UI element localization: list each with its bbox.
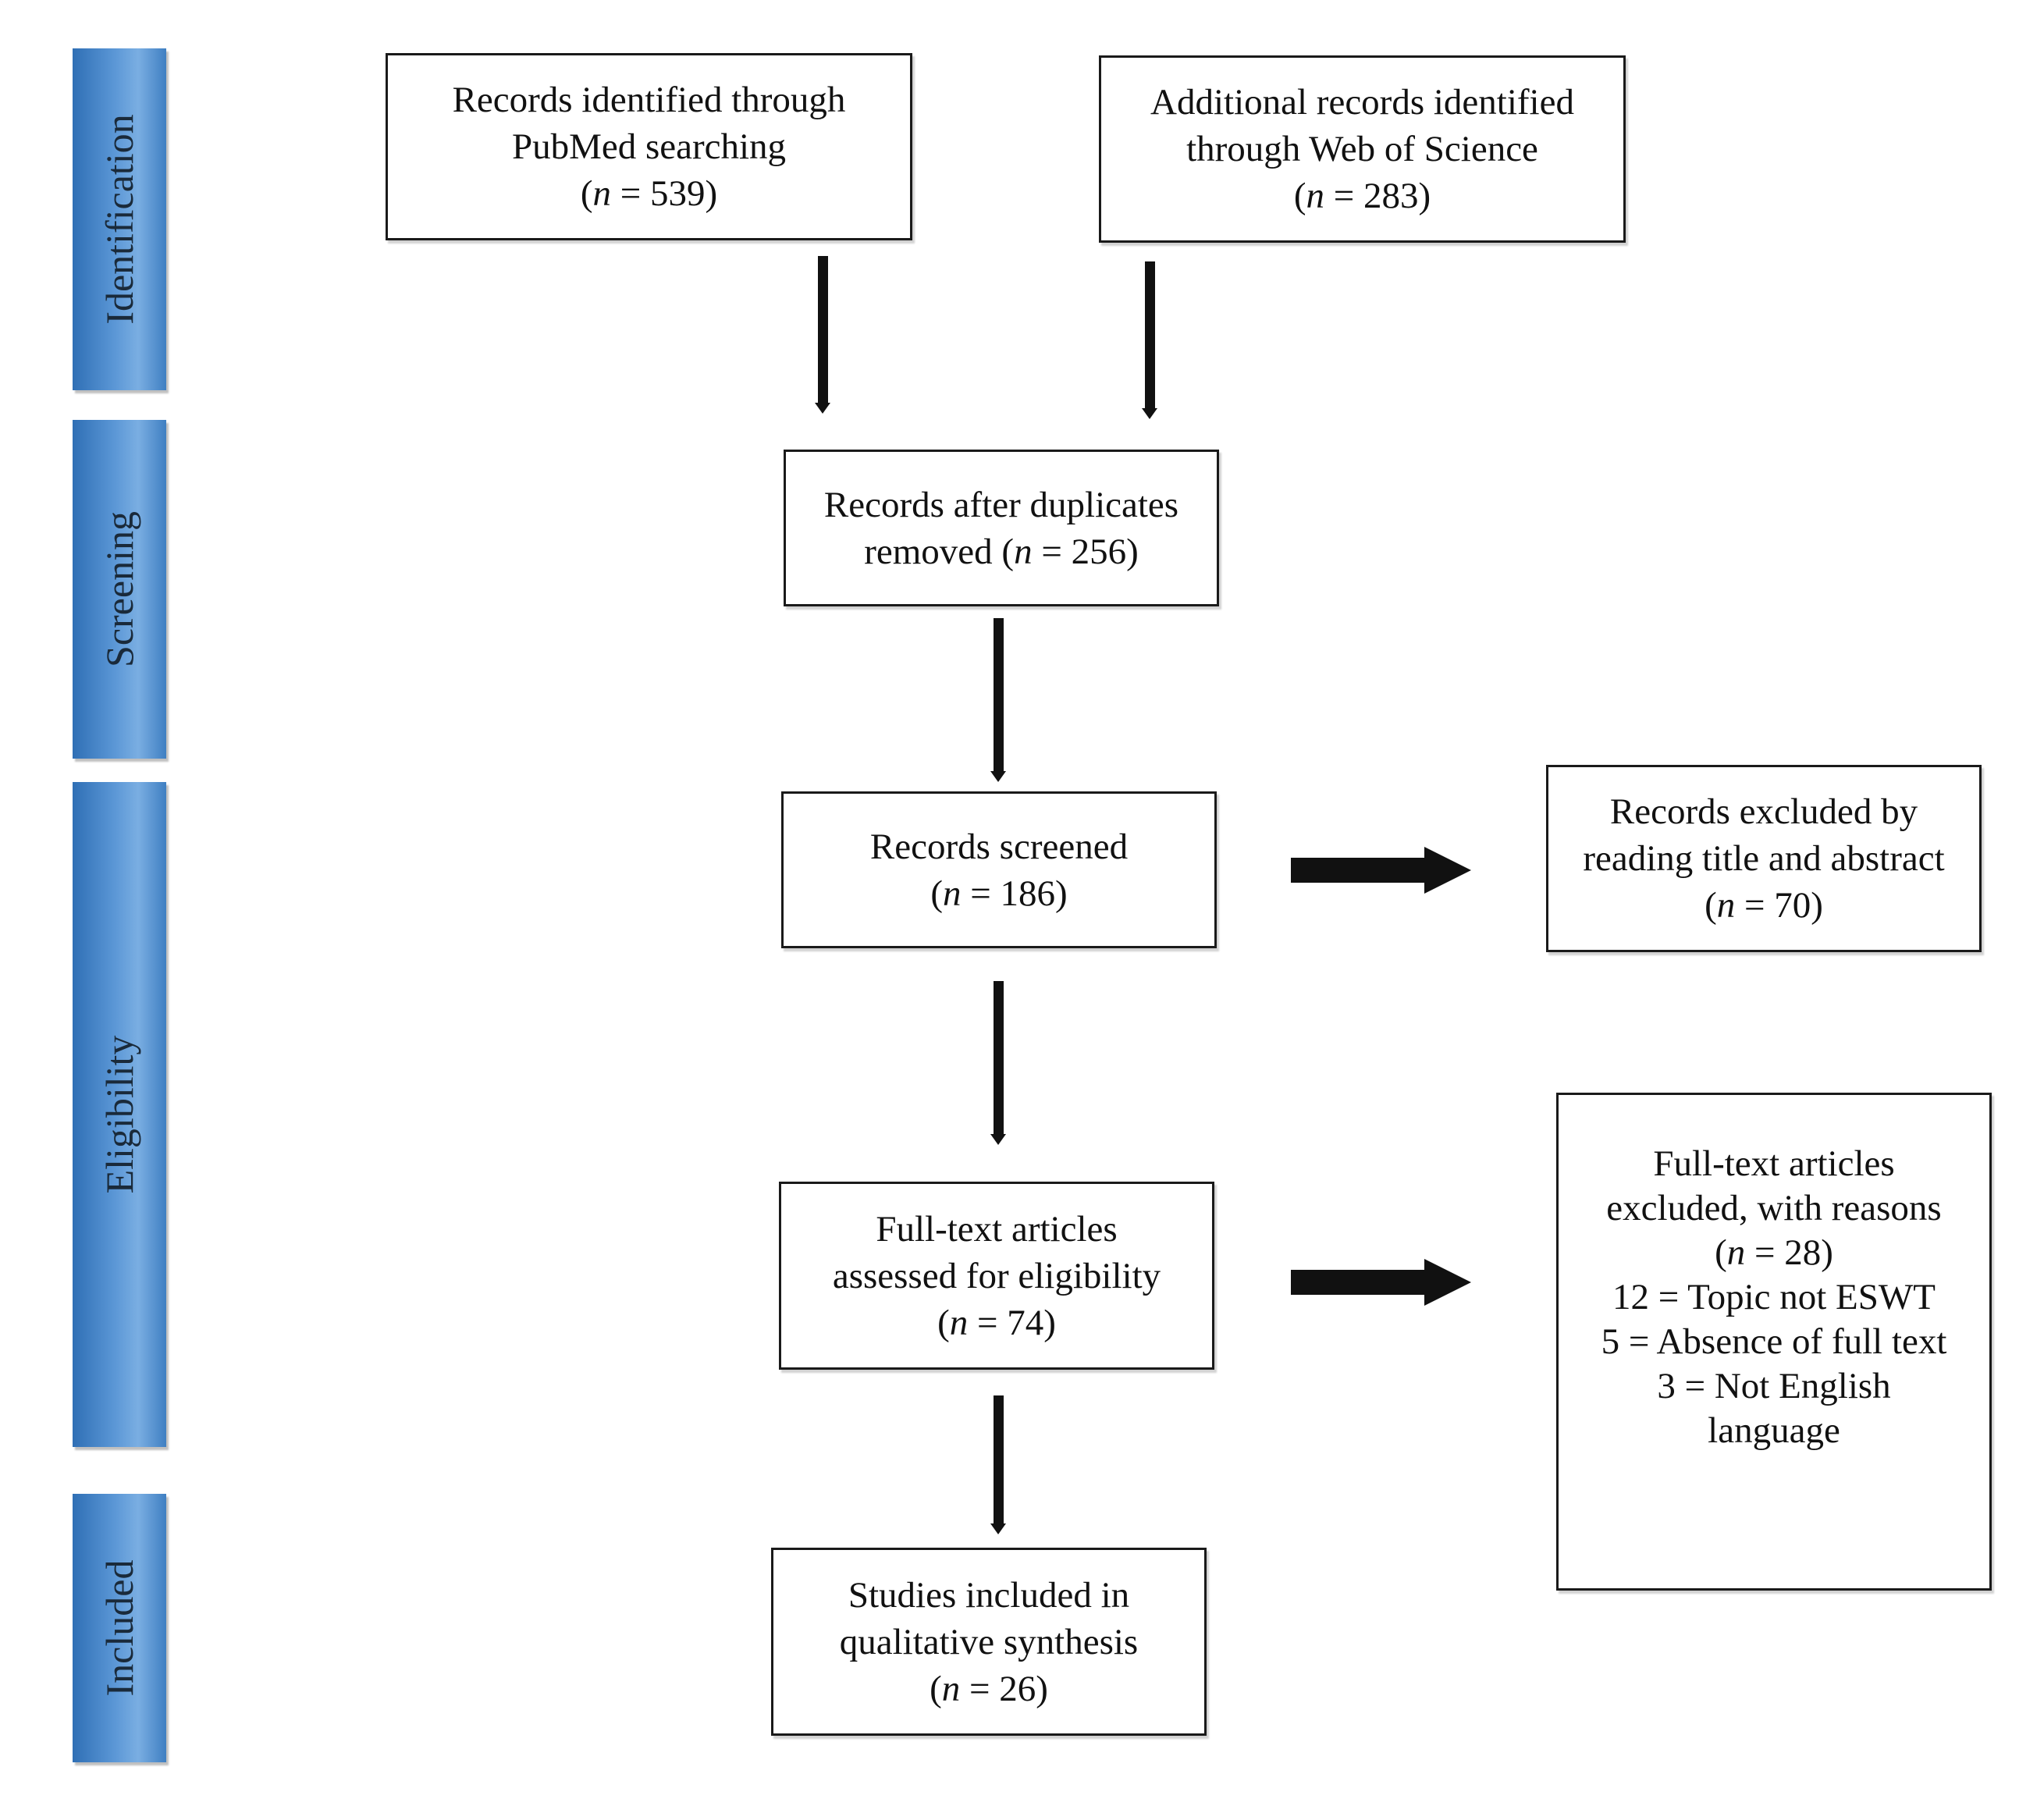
box-studies-included: Studies included in qualitative synthesi… — [771, 1548, 1207, 1736]
box-excluded-abstract-count: (n = 70) — [1705, 885, 1823, 926]
box-fulltext-line2: assessed for eligibility — [832, 1255, 1161, 1296]
box-fulltext-assessed: Full-text articles assessed for eligibil… — [779, 1182, 1214, 1370]
stage-label-screening: Screening — [98, 511, 141, 667]
stage-label-eligibility: Eligibility — [98, 1035, 141, 1194]
box-excluded-abstract: Records excluded by reading title and ab… — [1546, 765, 1982, 952]
box-excluded-fulltext-reason2: 5 = Absence of full text — [1601, 1321, 1947, 1362]
box-excluded-fulltext-reason3: 3 = Not English — [1657, 1366, 1891, 1406]
box-excluded-abstract-line1: Records excluded by — [1609, 791, 1918, 832]
stage-bar-eligibility: Eligibility — [73, 782, 166, 1447]
box-duplicates-line2: removed (n = 256) — [864, 531, 1139, 572]
box-records-screened: Records screened (n = 186) — [781, 791, 1217, 948]
box-fulltext-count: (n = 74) — [937, 1302, 1056, 1343]
box-excluded-fulltext-line2: excluded, with reasons — [1606, 1188, 1942, 1228]
box-excluded-fulltext-reason4: language — [1708, 1410, 1840, 1451]
stage-bar-identification: Identification — [73, 48, 166, 390]
box-wos-line2: through Web of Science — [1186, 129, 1538, 169]
box-included-line1: Studies included in — [848, 1574, 1130, 1616]
box-fulltext-line1: Full-text articles — [876, 1208, 1118, 1250]
box-after-duplicates: Records after duplicates removed (n = 25… — [784, 450, 1219, 606]
box-pubmed-line2: PubMed searching — [511, 126, 787, 167]
box-pubmed-count: (n = 539) — [580, 173, 718, 214]
box-screened-line1: Records screened — [869, 826, 1129, 867]
box-wos-records: Additional records identified through We… — [1099, 55, 1626, 243]
box-included-count: (n = 26) — [930, 1668, 1048, 1709]
stage-label-included: Included — [98, 1559, 141, 1697]
box-screened-count: (n = 186) — [930, 873, 1068, 914]
box-pubmed-line1: Records identified through — [452, 80, 846, 120]
stage-label-identification: Identification — [98, 114, 141, 325]
box-excluded-fulltext-line1: Full-text articles — [1653, 1143, 1895, 1184]
box-wos-line1: Additional records identified — [1150, 82, 1574, 123]
box-wos-count: (n = 283) — [1293, 176, 1431, 216]
stage-bar-included: Included — [73, 1494, 166, 1762]
stage-bar-screening: Screening — [73, 420, 166, 759]
box-excluded-fulltext: Full-text articles excluded, with reason… — [1556, 1093, 1992, 1591]
box-excluded-fulltext-reason1: 12 = Topic not ESWT — [1612, 1277, 1936, 1317]
box-excluded-fulltext-count: (n = 28) — [1715, 1232, 1833, 1273]
box-pubmed-records: Records identified through PubMed search… — [386, 53, 912, 240]
box-duplicates-line1: Records after duplicates — [823, 484, 1179, 525]
box-included-line2: qualitative synthesis — [839, 1621, 1139, 1662]
box-excluded-abstract-line2: reading title and abstract — [1583, 838, 1945, 879]
